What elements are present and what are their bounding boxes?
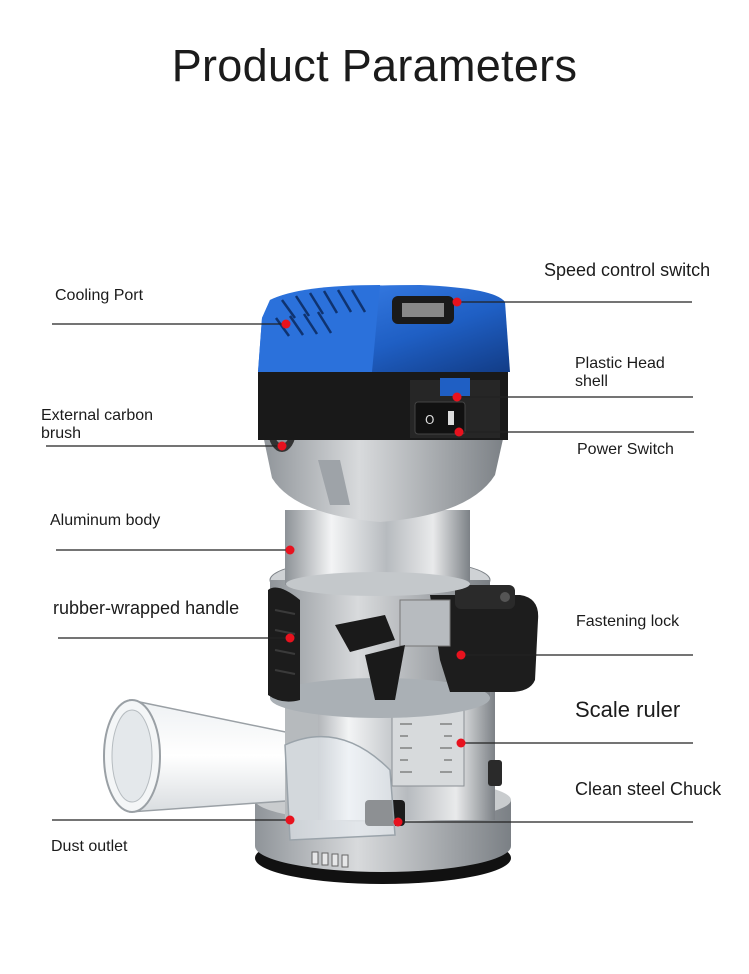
label-external-carbon-brush: External carbon brush [41, 407, 154, 442]
label-plastic-head-shell: Plastic Head shell [575, 355, 665, 390]
label-power-switch: Power Switch [577, 441, 674, 458]
svg-text:O: O [425, 413, 434, 427]
label-fastening-lock: Fastening lock [576, 613, 680, 630]
label-speed-control-switch: Speed control switch [544, 260, 711, 280]
label-scale-ruler: Scale ruler [575, 697, 681, 722]
markers [277, 297, 466, 827]
blue-head [258, 285, 510, 372]
label-dust-outlet: Dust outlet [51, 838, 128, 855]
fastening-lock [335, 585, 539, 700]
page-title: Product Parameters [171, 40, 578, 91]
label-rubber-handle: rubber-wrapped handle [53, 598, 240, 618]
dust-tube [103, 699, 301, 813]
label-aluminum-body: Aluminum body [50, 512, 161, 529]
label-cooling-port: Cooling Port [55, 287, 144, 304]
black-band: O [258, 370, 508, 440]
leader-lines [46, 301, 694, 823]
label-clean-steel-chuck: Clean steel Chuck [575, 779, 722, 799]
